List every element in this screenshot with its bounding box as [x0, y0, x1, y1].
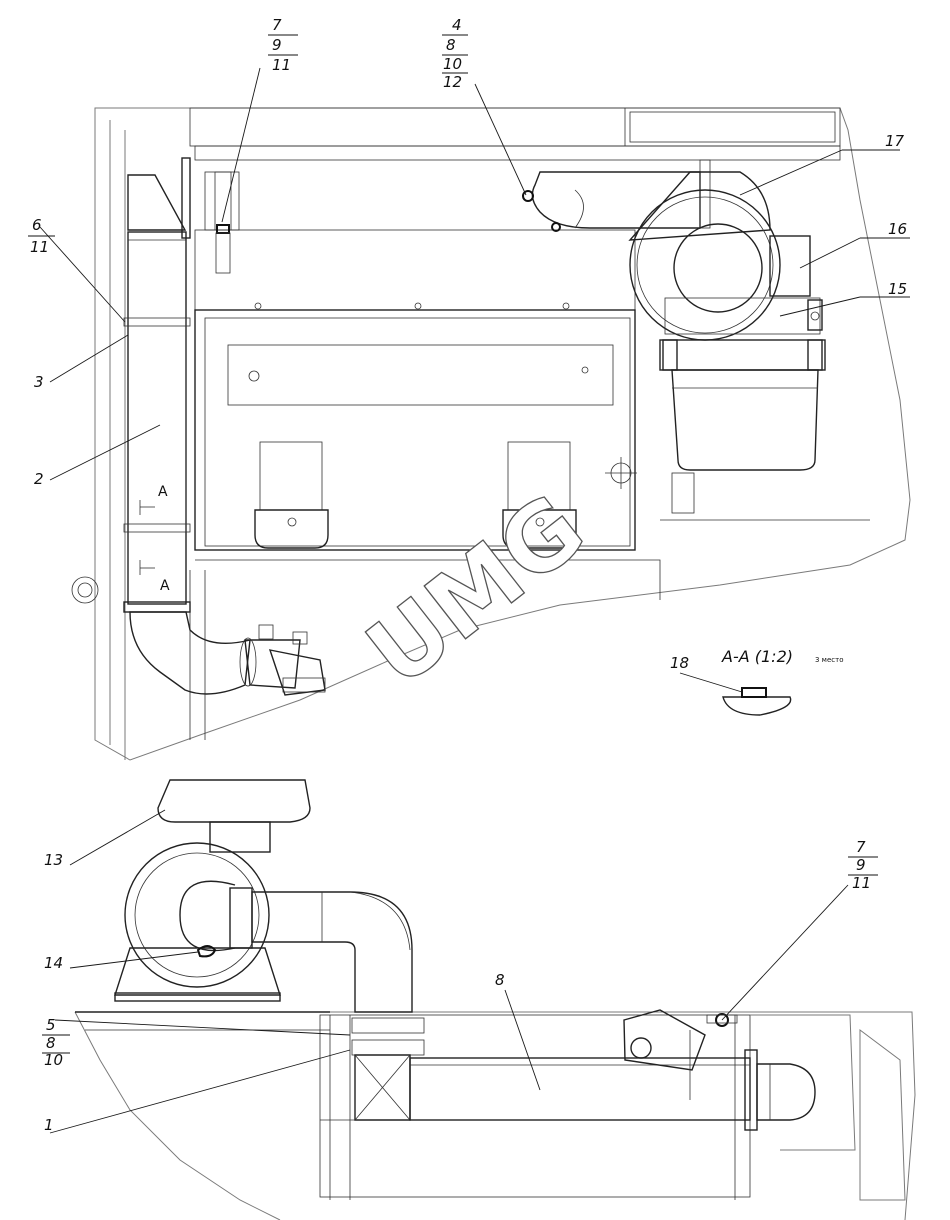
callout-4-8-10-12: 4 8 10 12: [442, 16, 468, 91]
callout-13: 13: [44, 851, 63, 869]
band-hole-3: [562, 302, 570, 310]
svg-text:7: 7: [856, 838, 866, 856]
engine-mount-right: [502, 441, 577, 549]
engine-body: [194, 309, 636, 551]
svg-text:12: 12: [443, 73, 462, 91]
callout-1: 1: [44, 1116, 54, 1134]
svg-text:9: 9: [856, 856, 866, 874]
callout-15: 15: [888, 280, 907, 298]
svg-text:7: 7: [272, 16, 282, 34]
tow-hole: [71, 576, 99, 604]
section-title: A-A (1:2): [721, 647, 793, 666]
band-hole-1: [254, 302, 262, 310]
callout-8-bottom: 8: [495, 971, 505, 989]
bottom-view: [74, 779, 916, 1220]
panel-hole-left: [248, 370, 260, 382]
engine-top-band: [194, 229, 636, 311]
exhaust-pipe-horizontal: [351, 1009, 816, 1131]
svg-text:10: 10: [443, 55, 462, 73]
svg-text:8: 8: [46, 1034, 56, 1052]
engine-panel: [227, 344, 614, 406]
callout-2: 2: [34, 470, 44, 488]
rail-inset: [629, 111, 836, 143]
callout-18: 18: [670, 654, 689, 672]
svg-text:6: 6: [32, 216, 42, 234]
svg-text:10: 10: [44, 1051, 63, 1069]
frame-line: [195, 559, 661, 600]
cut-letter-top: A: [158, 484, 168, 500]
bottom-outline: [74, 1011, 916, 1220]
svg-text:8: 8: [446, 36, 456, 54]
callout-7-9-11-top: 7 9 11: [268, 16, 298, 74]
exhaust-pipe-vertical: [123, 157, 191, 613]
engine-body-inner: [204, 317, 631, 547]
top-view: A A: [71, 107, 911, 761]
air-cleaner-side: [114, 842, 281, 1002]
section-cut-marks: A A: [139, 484, 170, 594]
callout-17: 17: [885, 132, 905, 150]
panel-hole-right: [581, 366, 589, 374]
callout-14: 14: [44, 954, 63, 972]
air-cleaner-top: [628, 171, 826, 514]
callout-16: 16: [888, 220, 907, 238]
frame-box: [319, 1014, 751, 1198]
svg-text:5: 5: [46, 1016, 56, 1034]
section-note: 3 место: [815, 656, 843, 664]
top-rail: [189, 107, 841, 147]
callout-6-11: 6 11: [28, 216, 55, 256]
engine-mount-left: [254, 441, 329, 549]
tow-hole-inner: [77, 582, 93, 598]
callout-5-8-10: 5 8 10: [42, 1016, 70, 1069]
callout-3: 3: [34, 373, 44, 391]
svg-text:9: 9: [272, 36, 282, 54]
cut-letter-bottom: A: [160, 578, 170, 594]
intake-pipe-top: [522, 159, 711, 232]
frame-post: [189, 570, 206, 740]
top-rail-lower: [194, 145, 841, 161]
precleaner-cap: [157, 779, 311, 853]
rear-panel: [750, 1014, 856, 1151]
section-aa-detail: [722, 687, 792, 716]
svg-text:4: 4: [452, 16, 462, 34]
callout-7-9-11-bottom: 7 9 11: [848, 838, 878, 892]
watermark: UMG: [348, 474, 604, 707]
exhaust-elbow-top: [129, 611, 326, 696]
leader-lines: [39, 67, 910, 1134]
svg-text:11: 11: [272, 56, 291, 74]
svg-text:11: 11: [30, 238, 49, 256]
cab-outline: [94, 107, 911, 761]
band-hole-2: [414, 302, 422, 310]
intake-elbow: [229, 887, 413, 1013]
svg-text:11: 11: [852, 874, 871, 892]
clamp-top: [204, 171, 240, 274]
rear-corner: [859, 1029, 906, 1201]
